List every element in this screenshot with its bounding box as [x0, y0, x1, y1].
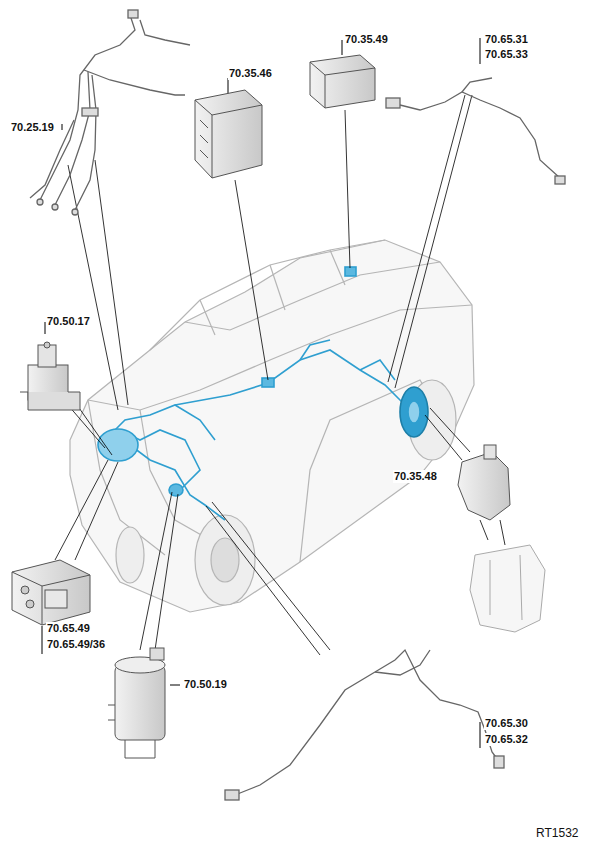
- control-module: [310, 55, 375, 108]
- vacuum-sensor: [20, 342, 80, 410]
- callout-number: 70.25.19: [10, 121, 55, 134]
- callout-number: 70.65.30: [484, 717, 529, 730]
- abs-modulator: [12, 560, 90, 625]
- brake-pipes: [30, 10, 190, 215]
- callout-number: 70.65.33: [484, 48, 529, 61]
- wheel-speed-sensor: [386, 78, 565, 184]
- callout-number: 70.65.49: [46, 622, 91, 635]
- brake-harness: [98, 267, 428, 520]
- callout-bracket: [42, 38, 480, 748]
- callout-number: 70.35.48: [393, 470, 438, 483]
- leader-lines: [55, 95, 505, 655]
- caliper-motor: [458, 445, 510, 520]
- car-outline: [70, 240, 474, 612]
- callout-number: 70.50.17: [46, 315, 91, 328]
- callout-number: 70.65.49/36: [46, 638, 106, 651]
- callout-number: 70.65.31: [484, 33, 529, 46]
- brake-caliper: [470, 545, 545, 632]
- callout-number: 70.65.32: [484, 733, 529, 746]
- callout-number: 70.35.46: [228, 67, 273, 80]
- reference-code: RT1532: [535, 827, 579, 840]
- callout-number: 70.35.49: [344, 33, 389, 46]
- wheel-speed-sensor: [225, 650, 504, 800]
- callout-number: 70.50.19: [183, 678, 228, 691]
- vacuum-pump: [108, 648, 165, 758]
- control-module: [195, 90, 262, 178]
